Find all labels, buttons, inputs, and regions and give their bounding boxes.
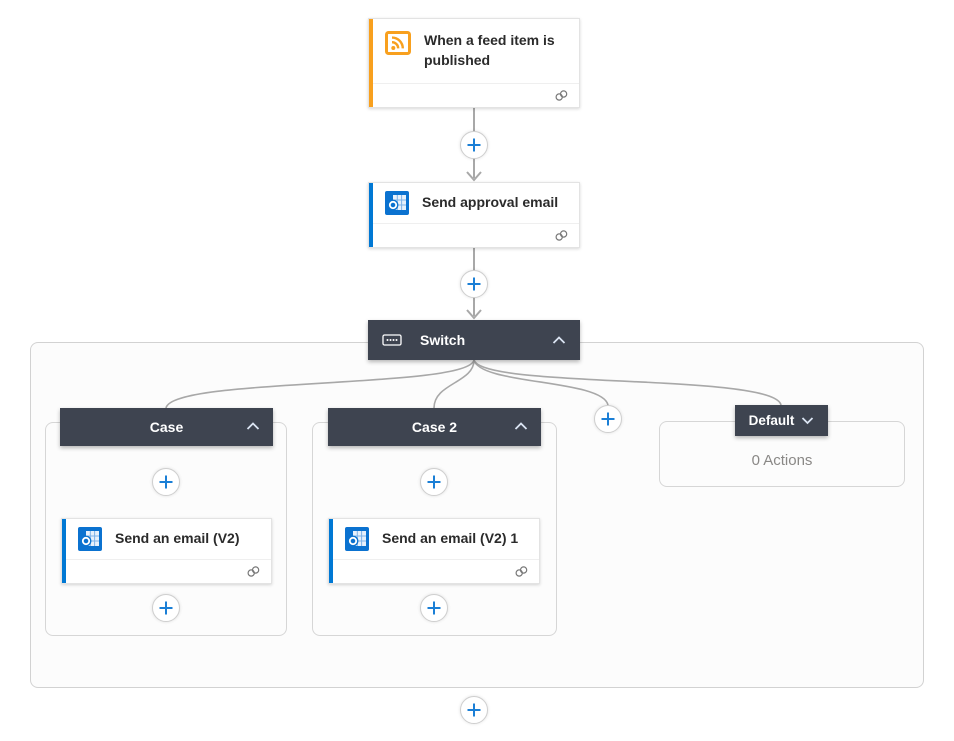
chevron-up-icon[interactable] bbox=[514, 422, 528, 431]
outlook-icon bbox=[78, 527, 102, 551]
plus-icon bbox=[427, 601, 441, 615]
insert-step-button[interactable] bbox=[152, 594, 180, 622]
action-accent-bar bbox=[369, 183, 373, 247]
action-card-send-approval-email[interactable]: Send approval email bbox=[368, 182, 580, 248]
plus-icon bbox=[467, 277, 481, 291]
trigger-accent-bar bbox=[369, 19, 373, 107]
connection-link-icon bbox=[247, 566, 260, 577]
default-label: Default bbox=[748, 413, 795, 428]
plus-icon bbox=[159, 601, 173, 615]
connection-link-icon bbox=[555, 90, 568, 101]
outlook-icon bbox=[345, 527, 369, 551]
default-actions-count: 0 Actions bbox=[751, 451, 813, 469]
branch-connector-curves bbox=[165, 359, 782, 409]
action-title: Send approval email bbox=[422, 194, 559, 211]
insert-step-button[interactable] bbox=[460, 131, 488, 159]
insert-step-button[interactable] bbox=[420, 468, 448, 496]
action-title: Send an email (V2) 1 bbox=[382, 530, 519, 547]
action-accent-bar bbox=[62, 519, 66, 583]
chevron-up-icon[interactable] bbox=[246, 422, 260, 431]
switch-keypad-icon bbox=[382, 334, 402, 346]
add-case-button[interactable] bbox=[594, 405, 622, 433]
action-card-send-email-v2[interactable]: Send an email (V2) bbox=[61, 518, 272, 584]
case-label: Case 2 bbox=[411, 419, 458, 435]
chevron-up-icon[interactable] bbox=[552, 335, 566, 345]
switch-label: Switch bbox=[420, 332, 466, 348]
plus-icon bbox=[427, 475, 441, 489]
action-accent-bar bbox=[329, 519, 333, 583]
connection-link-icon bbox=[555, 230, 568, 241]
case-branch-header[interactable]: Case bbox=[60, 408, 273, 446]
insert-step-button[interactable] bbox=[152, 468, 180, 496]
chevron-down-icon[interactable] bbox=[801, 416, 814, 425]
trigger-title: When a feed item is published bbox=[424, 32, 555, 68]
action-card-send-email-v2-1[interactable]: Send an email (V2) 1 bbox=[328, 518, 540, 584]
action-title: Send an email (V2) bbox=[115, 530, 240, 547]
plus-icon bbox=[601, 412, 615, 426]
connection-link-icon bbox=[515, 566, 528, 577]
trigger-card-feed-item-published[interactable]: When a feed item is published bbox=[368, 18, 580, 108]
plus-icon bbox=[467, 703, 481, 717]
default-branch-header[interactable]: Default bbox=[735, 405, 828, 436]
case-branch-header[interactable]: Case 2 bbox=[328, 408, 541, 446]
rss-icon bbox=[385, 31, 411, 55]
outlook-icon bbox=[385, 191, 409, 215]
new-step-button[interactable] bbox=[460, 696, 488, 724]
switch-scope-header[interactable]: Switch bbox=[368, 320, 580, 360]
insert-step-button[interactable] bbox=[420, 594, 448, 622]
plus-icon bbox=[467, 138, 481, 152]
insert-step-button[interactable] bbox=[460, 270, 488, 298]
case-label: Case bbox=[149, 419, 184, 435]
plus-icon bbox=[159, 475, 173, 489]
